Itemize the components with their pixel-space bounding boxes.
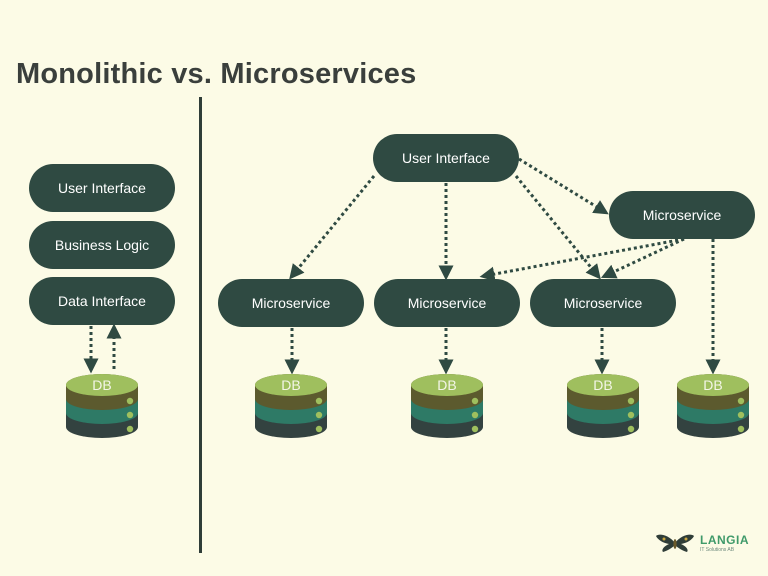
- ms1-db-icon: [255, 374, 327, 438]
- ms3-db-icon: [567, 374, 639, 438]
- microservice-2: Microservice: [374, 279, 520, 327]
- logo-name: LANGIA: [700, 532, 749, 547]
- section-divider: [199, 97, 202, 553]
- ui-to-ms4-arrow: [518, 157, 609, 215]
- ms4-to-ms3-arrow: [600, 237, 685, 279]
- microservice-3: Microservice: [530, 279, 676, 327]
- monolith-db-label: DB: [92, 377, 112, 393]
- monolith-user-interface: User Interface: [29, 164, 175, 212]
- microservices-user-interface: User Interface: [373, 134, 519, 182]
- monolith-business-logic: Business Logic: [29, 221, 175, 269]
- ms2-db-icon: [411, 374, 483, 438]
- ms3-db-label: DB: [593, 377, 613, 393]
- ms4-to-ms2-arrow: [479, 237, 685, 282]
- microservice-1: Microservice: [218, 279, 364, 327]
- logo-subtitle: IT Solutions AB: [700, 546, 735, 553]
- page-title: Monolithic vs. Microservices: [16, 58, 417, 90]
- ms2-db-label: DB: [437, 377, 457, 393]
- ms1-db-label: DB: [281, 377, 301, 393]
- ms4-db-label: DB: [703, 377, 723, 393]
- ui-to-ms1-arrow: [289, 175, 376, 280]
- monolith-data-interface: Data Interface: [29, 277, 175, 325]
- ms4-db-icon: [677, 374, 749, 438]
- microservice-4: Microservice: [609, 191, 755, 239]
- langia-logo: LANGIA IT Solutions AB: [655, 533, 749, 553]
- monolith-db-icon: [66, 374, 138, 438]
- moth-logo-icon: [656, 534, 694, 552]
